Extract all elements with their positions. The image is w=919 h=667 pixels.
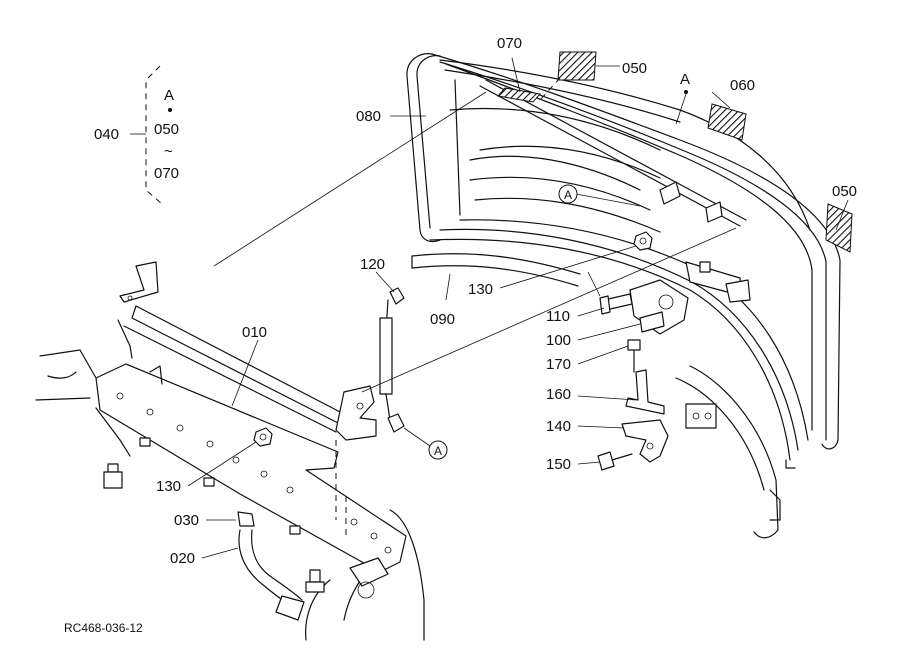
label-130-lower: 130 xyxy=(156,478,181,495)
nut-130-lower xyxy=(253,427,273,447)
hose-020 xyxy=(238,529,305,621)
canopy-frame xyxy=(406,53,841,469)
label-130-upper: 130 xyxy=(468,281,493,298)
label-a-circle-upper: A xyxy=(564,188,572,202)
label-020: 020 xyxy=(170,550,195,567)
tube-090 xyxy=(411,253,581,275)
label-100: 100 xyxy=(546,332,571,349)
label-070: 070 xyxy=(497,35,522,52)
label-050-right: 050 xyxy=(832,183,857,200)
label-150: 150 xyxy=(546,456,571,473)
label-a-circle-lower: A xyxy=(434,444,442,458)
label-040-to: 070 xyxy=(154,165,179,182)
callout-bracket-040 xyxy=(130,65,172,205)
decal-050-top xyxy=(557,51,597,81)
bolt-base xyxy=(305,569,325,593)
label-170: 170 xyxy=(546,356,571,373)
label-040: 040 xyxy=(94,126,119,143)
bolt-loose xyxy=(103,463,123,489)
bolt-110 xyxy=(599,293,633,315)
label-080: 080 xyxy=(356,108,381,125)
lower-frame-bracket xyxy=(675,365,781,539)
hinge-100 xyxy=(629,279,689,335)
label-a-top: A xyxy=(680,71,690,88)
bracket-160 xyxy=(625,369,665,415)
bracket-140 xyxy=(621,419,669,463)
bolt-170 xyxy=(627,339,641,373)
label-160: 160 xyxy=(546,386,571,403)
label-040-sep: ~ xyxy=(164,143,173,160)
ref-circle-a-lower xyxy=(428,440,448,460)
bolt-150 xyxy=(597,451,633,471)
label-110: 110 xyxy=(546,308,570,325)
leader-lines xyxy=(187,57,849,559)
label-040-from: 050 xyxy=(154,121,179,138)
nut-130-upper xyxy=(633,231,653,251)
label-120: 120 xyxy=(360,256,385,273)
label-030: 030 xyxy=(174,512,199,529)
ref-circle-a-upper xyxy=(558,184,578,204)
decal-050-right xyxy=(825,203,853,253)
clamp-030 xyxy=(237,511,255,527)
mounting-frame xyxy=(35,261,425,641)
gas-strut-120 xyxy=(379,287,405,433)
label-140: 140 xyxy=(546,418,571,435)
drawing-code: RC468-036-12 xyxy=(64,621,143,635)
label-040-ref: A xyxy=(164,87,174,104)
label-060: 060 xyxy=(730,77,755,94)
decal-060 xyxy=(707,103,747,141)
label-090: 090 xyxy=(430,311,455,328)
label-010: 010 xyxy=(242,324,267,341)
label-050-top: 050 xyxy=(622,60,647,77)
